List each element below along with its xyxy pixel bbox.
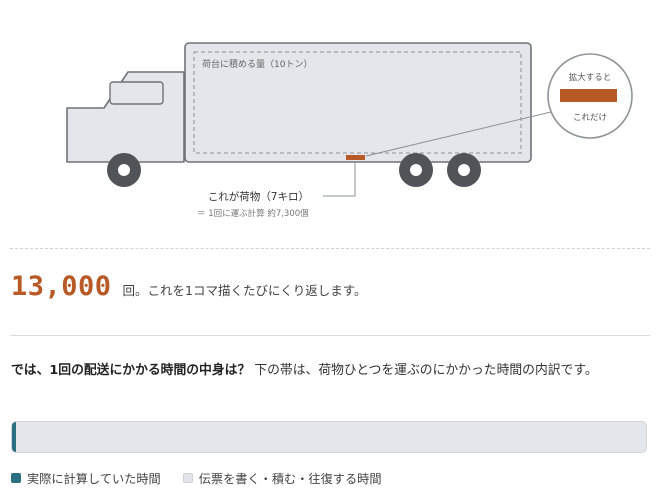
section-divider-dashed: [10, 248, 650, 249]
cargo-callout-line: [323, 162, 356, 197]
cargo-item: [346, 155, 365, 160]
repeat-count-line: 13,000 回。これを1コマ描くたびにくり返します。: [11, 271, 367, 311]
cargo-capacity-area: [193, 51, 522, 154]
legend-item-compute: 実際に計算していた時間: [11, 469, 161, 487]
legend-swatch-compute: [11, 473, 21, 483]
legend-item-paperwork: 伝票を書く・積む・往復する時間: [182, 469, 382, 487]
zoom-top-label: 拡大すると: [569, 72, 612, 83]
compute-time-segment: [12, 422, 16, 452]
legend-swatch-paperwork: [182, 473, 193, 483]
repeat-count-value: 13,000: [11, 271, 112, 302]
question-body: 下の帯は、荷物ひとつを運ぶのにかかった時間の内訳です。: [254, 363, 598, 378]
zoom-bottom-label: これだけ: [573, 113, 607, 123]
cargo-label: これが荷物（7キロ）: [208, 190, 309, 203]
zoom-leader-line: [365, 111, 552, 157]
time-bar-legend: 実際に計算していた時間 伝票を書く・積む・往復する時間: [11, 469, 404, 487]
repeat-count-suffix: 回。これを1コマ描くたびにくり返します。: [122, 283, 367, 298]
wheel-rear-1: [399, 153, 433, 187]
legend-label-paperwork: 伝票を書く・積む・往復する時間: [198, 472, 382, 486]
truck-diagram: 荷台に積める量（10トン） 拡大すると これだけ これが荷物（7キロ） ＝ 1回…: [66, 42, 633, 219]
truck-cab-window: [109, 81, 164, 105]
question-lead: では、1回の配送にかかる時間の中身は？: [11, 363, 251, 378]
legend-label-compute: 実際に計算していた時間: [27, 472, 161, 486]
cargo-sublabel: ＝ 1回に運ぶ計算 約7,300個: [197, 208, 309, 219]
time-breakdown-bar: [11, 421, 647, 453]
wheel-front: [107, 153, 141, 187]
zoomed-cargo-item: [560, 89, 617, 102]
truck-cargo-box: [184, 42, 532, 163]
wheel-rear-2: [447, 153, 481, 187]
section-divider: [10, 335, 650, 336]
question-paragraph: では、1回の配送にかかる時間の中身は？ 下の帯は、荷物ひとつを運ぶのにかかった時…: [11, 357, 641, 384]
cargo-capacity-label: 荷台に積める量（10トン）: [202, 58, 312, 70]
